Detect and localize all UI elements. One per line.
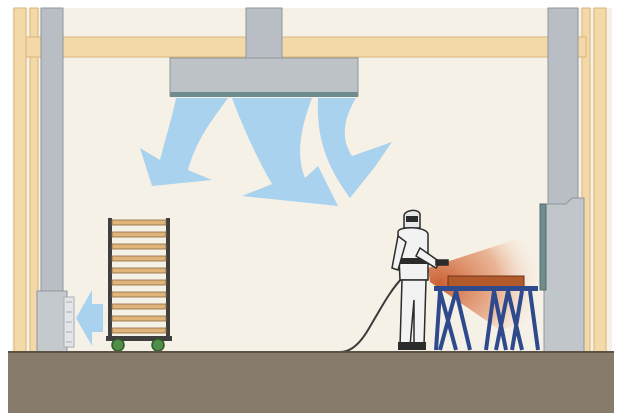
painter-arm-extended bbox=[415, 246, 442, 270]
airflow-arrows bbox=[140, 98, 392, 206]
right-duct-box bbox=[543, 197, 585, 354]
left-duct-column bbox=[40, 7, 64, 294]
rack-base bbox=[106, 336, 172, 341]
airflow-arrow-right bbox=[317, 98, 392, 198]
rack-shelf bbox=[111, 255, 167, 262]
trestle-legs bbox=[434, 290, 540, 351]
rack-shelf bbox=[111, 243, 167, 250]
rack-shelf bbox=[111, 231, 167, 238]
left-exhaust-duct bbox=[36, 7, 75, 354]
rack-shelf bbox=[111, 279, 167, 286]
rack-left-frame bbox=[108, 218, 112, 340]
painter-boot-right bbox=[412, 342, 426, 350]
rack-shelf bbox=[111, 303, 167, 310]
rack-shelf bbox=[111, 267, 167, 274]
exhaust-left-arrow bbox=[76, 290, 103, 346]
rack-shelf bbox=[111, 291, 167, 298]
floor bbox=[8, 352, 614, 413]
supply-diffuser bbox=[170, 92, 358, 97]
airflow-arrow-left bbox=[140, 98, 228, 186]
painter-belt bbox=[400, 258, 428, 264]
image-right-edge bbox=[614, 0, 625, 413]
left-outer-post bbox=[13, 7, 27, 354]
spray-gun bbox=[435, 259, 449, 266]
rack-shelf bbox=[111, 315, 167, 322]
painter-arm bbox=[391, 234, 407, 271]
cart-wheel-right bbox=[151, 338, 165, 352]
spray-hose bbox=[339, 275, 405, 353]
wood-frame bbox=[13, 7, 607, 354]
rack-shelf bbox=[111, 219, 167, 226]
supply-duct-stem bbox=[245, 7, 283, 61]
right-duct-column bbox=[547, 7, 579, 209]
painter-mask bbox=[406, 216, 418, 222]
drying-rack-cart bbox=[106, 218, 172, 352]
rack-shelf bbox=[111, 327, 167, 334]
trestle-workstation bbox=[434, 275, 540, 351]
supply-plenum bbox=[169, 57, 359, 97]
cart-wheel-left bbox=[111, 338, 125, 352]
right-exhaust-grille bbox=[539, 203, 547, 291]
left-exhaust-box bbox=[36, 290, 68, 354]
painter-boot-left bbox=[398, 342, 412, 350]
painter-figure bbox=[391, 209, 449, 350]
airflow-arrow-center bbox=[232, 98, 338, 206]
rack-shelves bbox=[111, 219, 167, 334]
rack-right-frame bbox=[166, 218, 170, 340]
right-exhaust-duct bbox=[539, 7, 585, 354]
right-outer-post bbox=[593, 7, 607, 354]
supply-duct bbox=[169, 7, 359, 97]
trestle-top bbox=[434, 286, 538, 291]
top-beam bbox=[25, 36, 587, 58]
